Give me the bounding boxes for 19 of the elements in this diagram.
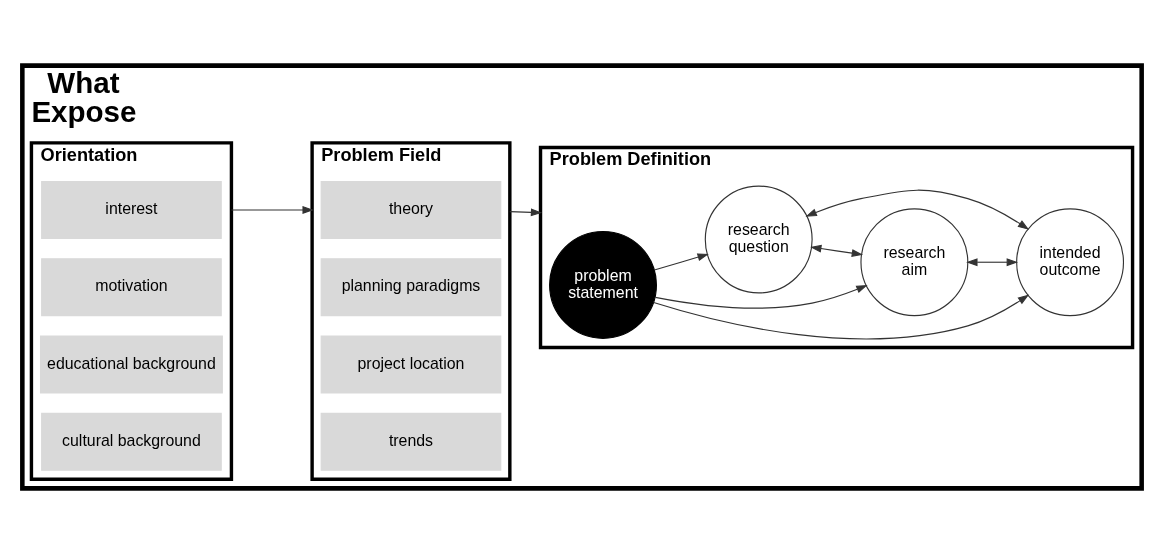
- node-box: educational background: [39, 335, 223, 394]
- arrow: [654, 285, 868, 309]
- node-box: project location: [320, 335, 502, 394]
- node-circle: research question: [704, 185, 813, 294]
- arrow: [810, 244, 864, 258]
- node-box: theory: [320, 181, 502, 239]
- node-box: cultural background: [41, 412, 222, 471]
- node-box: interest: [41, 181, 222, 239]
- node-circle: research aim: [860, 208, 969, 317]
- node-box: trends: [320, 412, 502, 471]
- arrow: [230, 205, 314, 214]
- arrow: [509, 208, 543, 217]
- node-box: planning paradigms: [320, 258, 502, 317]
- node-box: motivation: [41, 258, 222, 317]
- arrow: [966, 258, 1018, 267]
- arrow: [805, 189, 1030, 230]
- node-circle: problem statement: [549, 231, 657, 339]
- arrow: [653, 294, 1030, 340]
- arrow: [653, 253, 709, 271]
